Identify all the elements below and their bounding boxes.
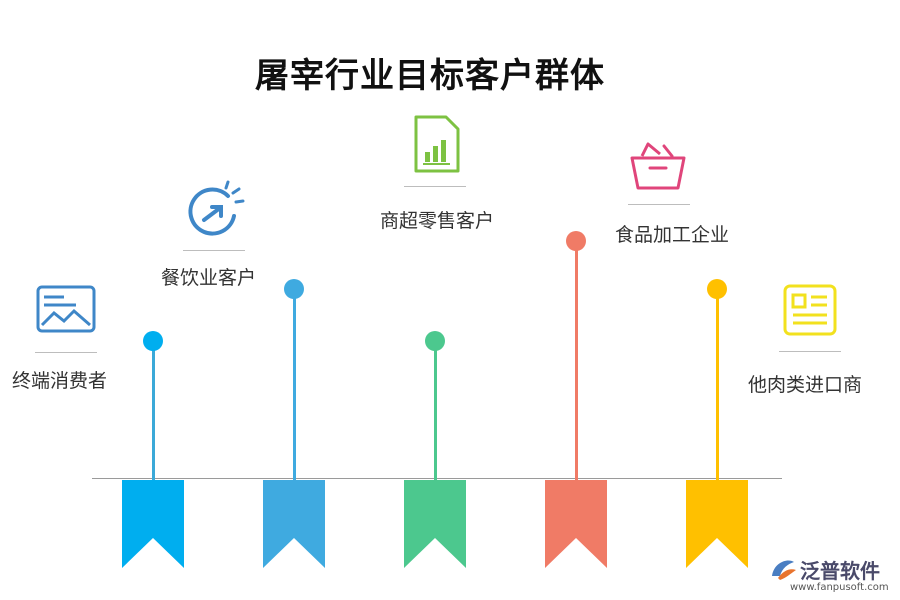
separator-5 (779, 351, 841, 352)
stem-1 (152, 345, 155, 480)
ribbon-flag-2 (263, 480, 325, 568)
brand-name: 泛普软件 (800, 559, 880, 583)
ribbon-flag-4 (545, 480, 607, 568)
stem-5 (716, 298, 719, 480)
label-3: 商超零售客户 (380, 210, 495, 232)
stem-3 (434, 345, 437, 480)
document-list-icon (783, 284, 837, 336)
separator-4 (628, 204, 690, 205)
label-1: 终端消费者 (12, 370, 108, 392)
brand-logo-icon (772, 560, 796, 580)
separator-2 (183, 250, 245, 251)
separator-3 (404, 186, 466, 187)
growth-arrow-icon (188, 180, 245, 236)
separator-1 (35, 352, 97, 353)
marker-dot-5 (707, 279, 727, 299)
ribbon-flag-5 (686, 480, 748, 568)
ribbon-flag-3 (404, 480, 466, 568)
page-title: 屠宰行业目标客户群体 (255, 56, 605, 96)
brand-url: www.fanpusoft.com (790, 582, 889, 593)
timeline-baseline (92, 478, 782, 479)
bar-chart-document-icon (414, 115, 460, 173)
marker-dot-3 (425, 331, 445, 351)
marker-dot-2 (284, 279, 304, 299)
shopping-basket-icon (630, 142, 686, 190)
marker-dot-1 (143, 331, 163, 351)
label-2: 餐饮业客户 (161, 267, 257, 289)
landscape-image-icon (36, 285, 96, 333)
marker-dot-4 (566, 231, 586, 251)
stem-4 (575, 248, 578, 480)
label-4: 食品加工企业 (615, 224, 730, 246)
stem-2 (293, 298, 296, 480)
label-5: 他肉类进口商 (748, 374, 863, 396)
ribbon-flag-1 (122, 480, 184, 568)
